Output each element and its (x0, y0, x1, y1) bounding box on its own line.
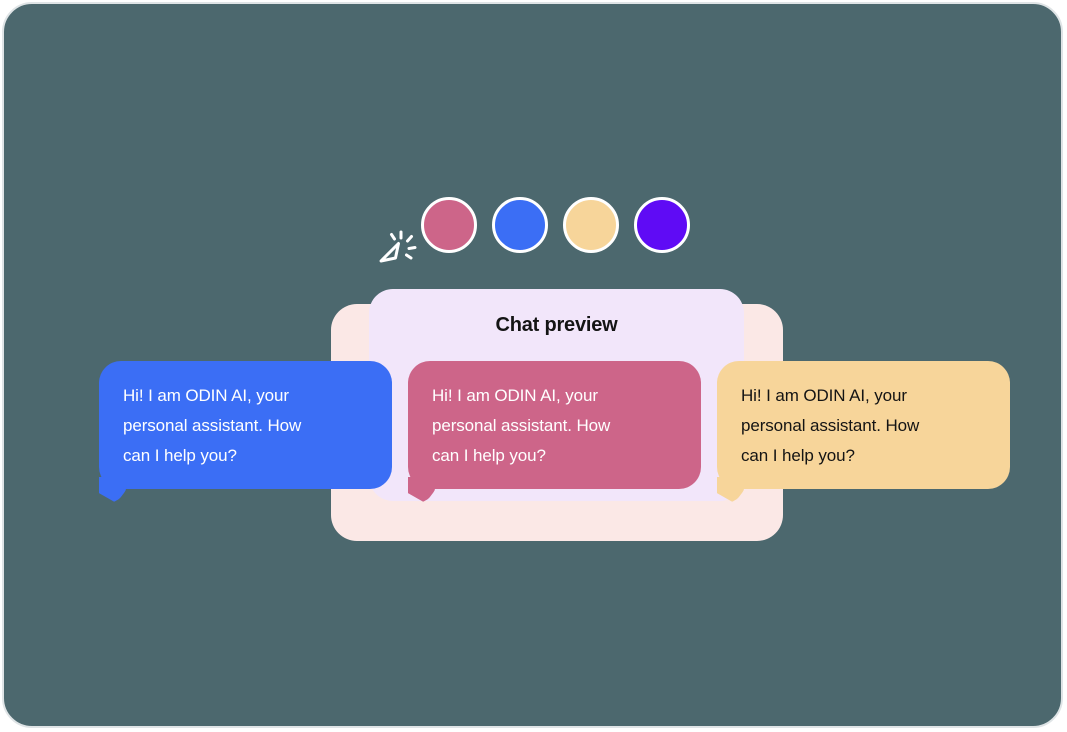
chat-bubble-yellow: Hi! I am ODIN AI, your personal assistan… (717, 361, 1010, 489)
color-swatch-blue[interactable] (492, 197, 548, 253)
color-swatch-pink[interactable] (421, 197, 477, 253)
chat-bubble-blue: Hi! I am ODIN AI, your personal assistan… (99, 361, 392, 489)
color-swatch-yellow[interactable] (563, 197, 619, 253)
page-title: Chat preview (495, 314, 618, 336)
color-swatch-row (421, 197, 690, 253)
chat-bubble-blue-text: Hi! I am ODIN AI, your personal assistan… (123, 386, 302, 465)
chat-bubble-yellow-text: Hi! I am ODIN AI, your personal assistan… (741, 386, 920, 465)
color-swatch-violet[interactable] (634, 197, 690, 253)
click-sparkle-cursor-icon (373, 227, 419, 273)
chat-bubble-pink: Hi! I am ODIN AI, your personal assistan… (408, 361, 701, 489)
chat-bubble-pink-text: Hi! I am ODIN AI, your personal assistan… (432, 386, 611, 465)
